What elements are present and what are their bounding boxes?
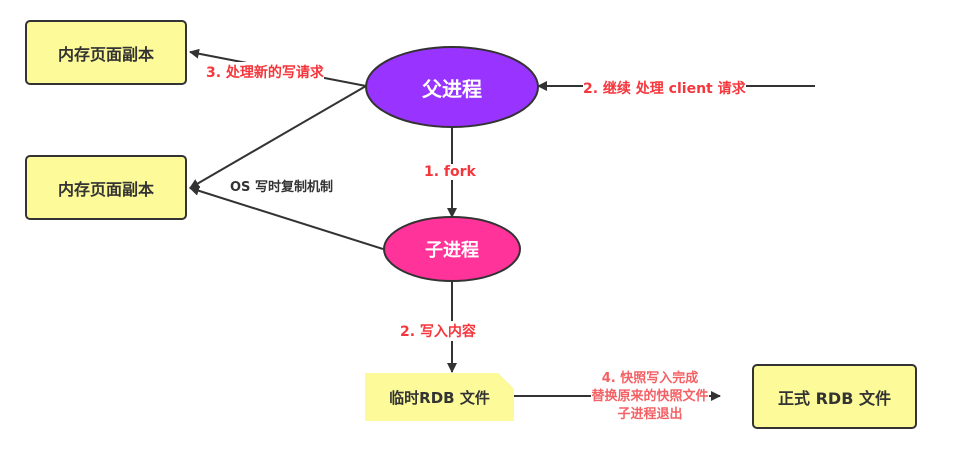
temp-rdb-file: 临时RDB 文件 bbox=[365, 373, 514, 421]
snapshot-line-2: 替换原来的快照文件 bbox=[591, 388, 709, 406]
edge-parent-to-mid-copy bbox=[189, 85, 367, 189]
memory-copy-top: 内存页面副本 bbox=[25, 20, 187, 85]
label-snapshot-done: 4. 快照写入完成 替换原来的快照文件 子进程退出 bbox=[560, 370, 740, 424]
memory-copy-mid: 内存页面副本 bbox=[25, 155, 187, 220]
label-write-content: 2. 写入内容 bbox=[400, 321, 476, 341]
snapshot-line-1: 4. 快照写入完成 bbox=[601, 370, 699, 388]
edge-cow bbox=[189, 185, 384, 250]
label-cow: OS 写时复制机制 bbox=[230, 180, 333, 195]
child-process-label: 子进程 bbox=[425, 240, 479, 261]
label-fork: 1. fork bbox=[424, 164, 476, 180]
label-continue-client: 2. 继续 处理 client 请求 bbox=[583, 78, 746, 98]
label-handle-new-writes: 3. 处理新的写请求 bbox=[206, 62, 324, 82]
child-process-node bbox=[383, 216, 521, 282]
final-rdb-file: 正式 RDB 文件 bbox=[752, 364, 917, 429]
parent-process-label: 父进程 bbox=[422, 76, 482, 101]
snapshot-line-3: 子进程退出 bbox=[617, 406, 683, 424]
parent-process-node bbox=[365, 46, 539, 128]
